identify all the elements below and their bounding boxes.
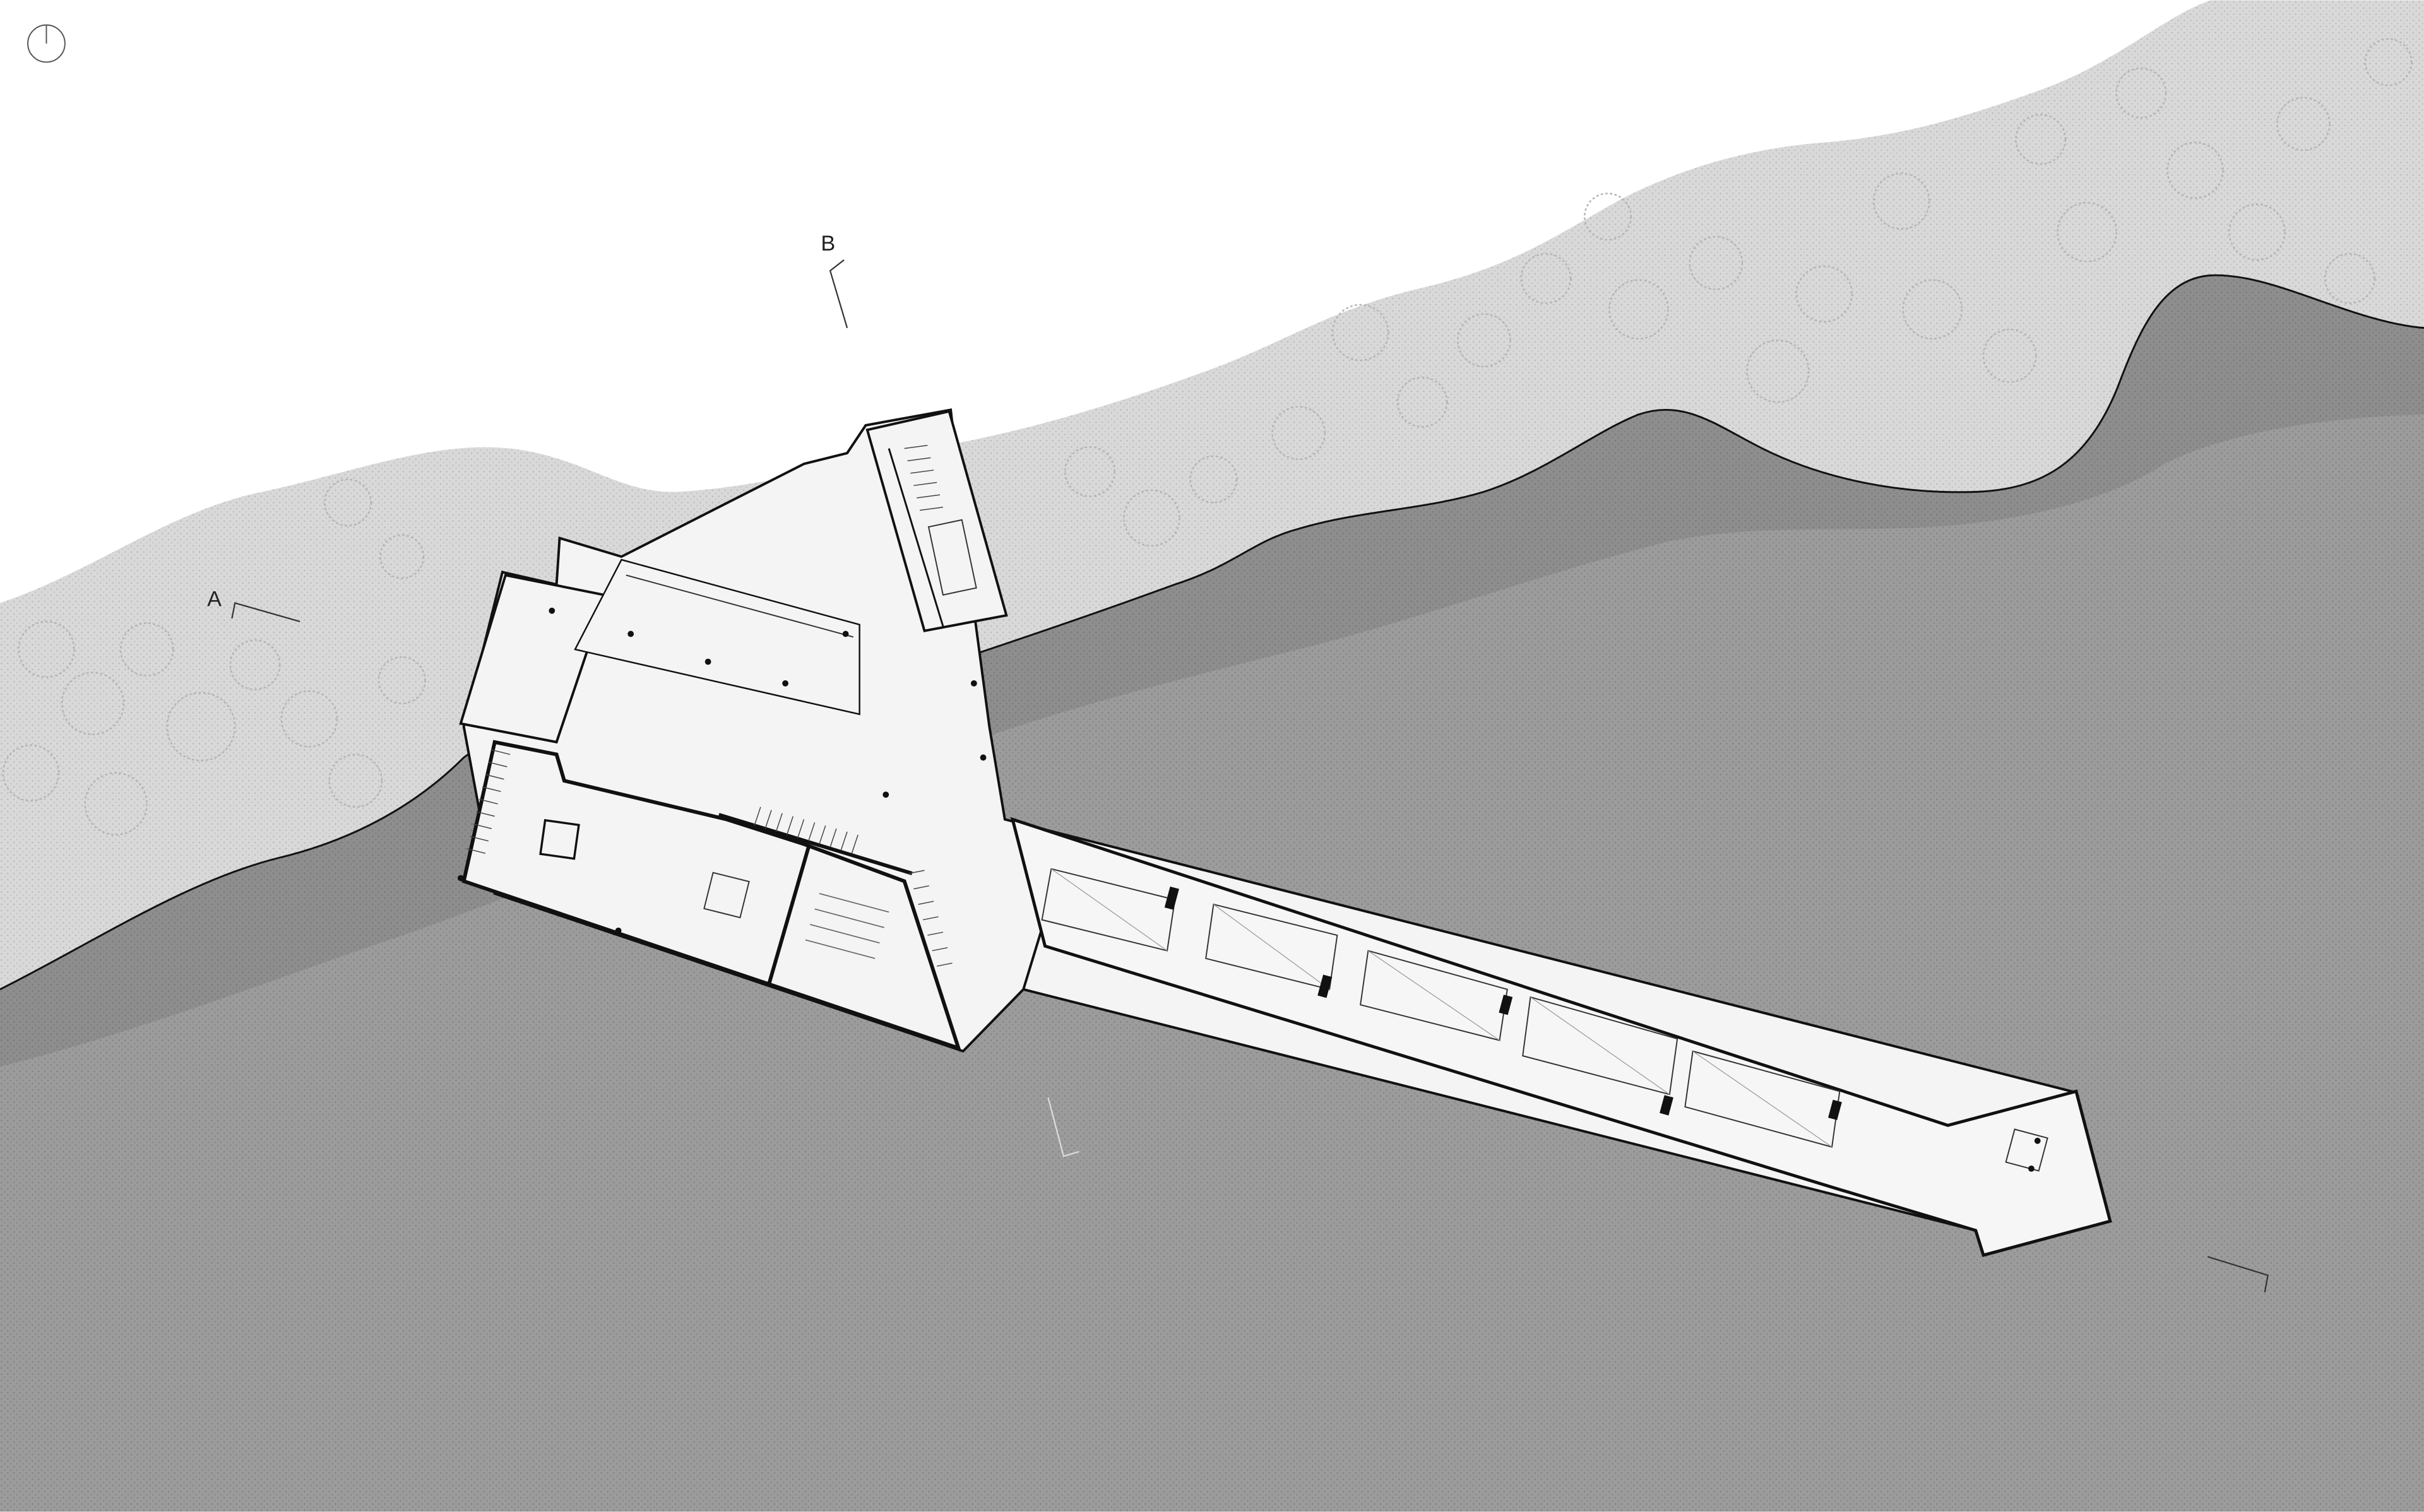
tree-icon [1457, 313, 1511, 368]
tree-icon [1689, 235, 1744, 290]
tree-icon [1396, 376, 1448, 428]
seating-rows [805, 893, 889, 959]
tree-icon [1583, 192, 1632, 241]
hall-partition-top [718, 813, 913, 875]
pier-corridor [1010, 817, 2112, 1257]
tree-icon [1608, 279, 1669, 340]
tree-icon [229, 639, 281, 690]
tower-stair [904, 445, 943, 511]
tree-icon [324, 478, 372, 527]
section-cut-a-start [231, 602, 300, 622]
shoreline [0, 274, 2424, 991]
tree-icon [2115, 67, 2167, 119]
section-cut-a-end [2207, 1256, 2269, 1292]
tower-bench [927, 519, 977, 596]
tree-icon [1902, 279, 1963, 340]
display-table [703, 871, 750, 919]
tree-icon [1271, 406, 1326, 461]
junction-stair [908, 870, 953, 967]
columns [457, 607, 2041, 1172]
tree-icon [2324, 252, 2375, 304]
building [457, 408, 2112, 1257]
glazing-line [626, 574, 854, 638]
section-marker-b: B [821, 232, 1079, 1157]
pier-diagonals [1050, 868, 1833, 1148]
tree-icon [1795, 265, 1853, 323]
north-tower [865, 410, 1008, 632]
tree-icon [328, 753, 383, 808]
tree-icon [2166, 141, 2224, 199]
tree-icon [280, 690, 338, 748]
tree-icon [1189, 455, 1238, 504]
display-plinth [539, 818, 580, 860]
cafe-wing [574, 558, 860, 716]
tree-icon [2364, 38, 2413, 86]
west-stair [466, 749, 511, 854]
hall-partition [766, 846, 811, 987]
section-cut-b-end [1047, 1097, 1079, 1157]
section-cut-b-start [829, 259, 848, 328]
tree-icon [84, 772, 148, 836]
tree-icon [1520, 252, 1572, 304]
tree-icon [2276, 97, 2331, 151]
west-wing [459, 574, 608, 744]
tree-icon [1872, 172, 1930, 230]
section-label-b: B [821, 232, 835, 256]
tree-icon [166, 692, 236, 762]
section-label-a: A [207, 587, 222, 611]
north-arrow [27, 24, 66, 63]
tree-icon [119, 622, 174, 676]
tree-icon [1746, 340, 1810, 403]
tree-icon [1331, 304, 1389, 362]
tree-icon [1123, 489, 1180, 547]
tree-icon [1064, 446, 1115, 497]
tree-icon [18, 620, 75, 678]
tree-icon [2015, 114, 2067, 165]
tower-inner-wall [888, 448, 944, 627]
central-stair [754, 806, 858, 854]
tree-icon [2228, 203, 2286, 261]
tree-icon [61, 671, 125, 735]
tree-icon [1982, 328, 2037, 383]
tree-icon [2057, 202, 2117, 263]
section-marker-a: A [207, 587, 2269, 1292]
tree-icon [379, 534, 425, 579]
tree-icon [377, 656, 426, 704]
exhibition-hall [461, 740, 961, 1051]
